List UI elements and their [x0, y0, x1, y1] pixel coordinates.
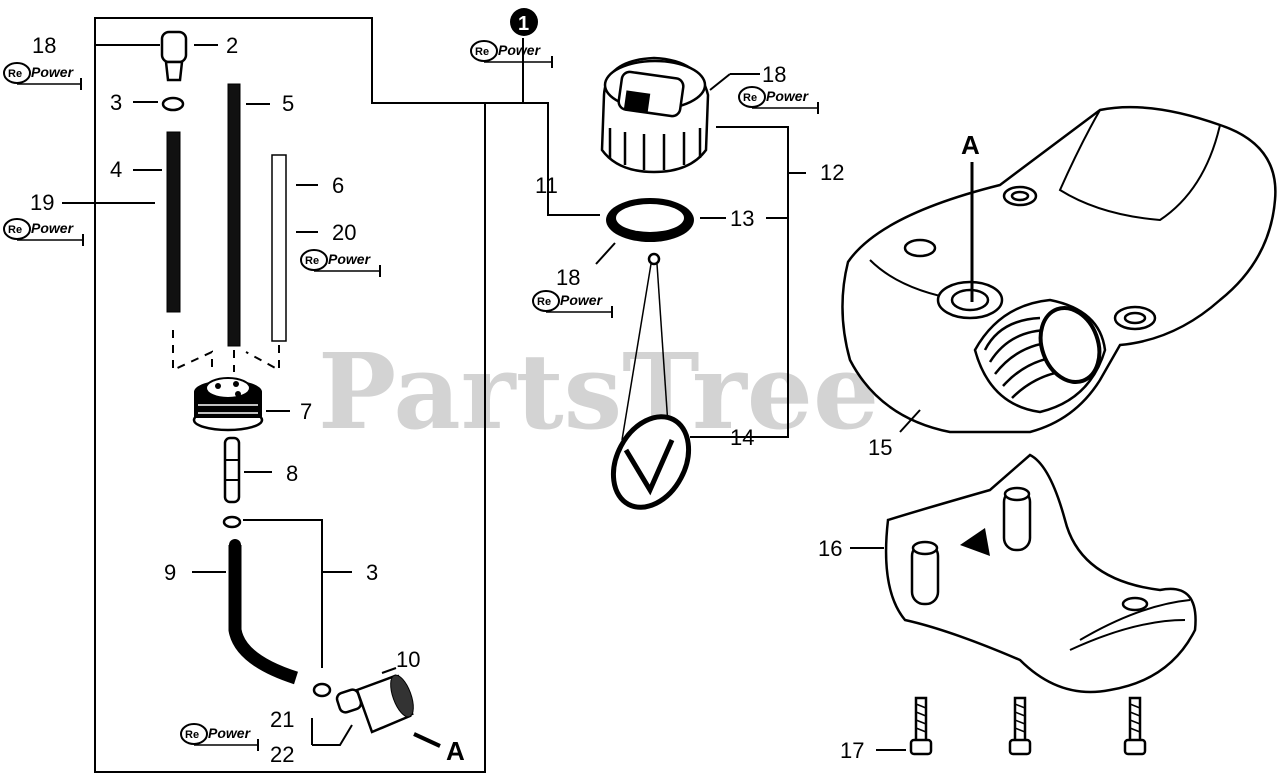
callout-20: 20 — [332, 220, 356, 245]
part-ring-filter — [312, 682, 332, 698]
part-16-bracket — [884, 453, 1197, 694]
parts-tree-watermark: PartsTree — [318, 330, 879, 453]
callout-18-cap: 18 — [762, 62, 786, 87]
callout-18-top-left: 18 — [32, 33, 56, 58]
callout-11: 11 — [535, 173, 558, 198]
kit-badge-leader — [485, 102, 600, 216]
callout-9: 9 — [164, 560, 176, 585]
callout-13: 13 — [730, 206, 754, 231]
tube-connector-dashes — [172, 330, 280, 372]
callout-16: 16 — [818, 536, 842, 561]
svg-text:Power: Power — [31, 220, 75, 236]
callout-21: 21 — [270, 707, 294, 732]
section-letter-a-lower: A — [446, 736, 465, 766]
svg-text:1: 1 — [518, 13, 529, 35]
part-15-fuel-tank — [841, 105, 1277, 434]
callout-12: 12 — [820, 160, 844, 185]
svg-text:Power: Power — [328, 251, 372, 267]
svg-text:Re: Re — [475, 46, 489, 58]
part-17-screws — [909, 696, 1147, 756]
part-8-fitting — [223, 436, 241, 504]
callout-10: 10 — [396, 647, 420, 672]
repower-logo-18b: Re Power — [532, 290, 613, 318]
svg-text:Re: Re — [743, 92, 757, 104]
part-6-tube — [271, 154, 287, 342]
part-4-tube — [166, 131, 181, 313]
callout-6: 6 — [332, 173, 344, 198]
callout-4: 4 — [110, 157, 122, 182]
part-10-fuel-filter — [335, 674, 414, 734]
kit-badge: 1 — [510, 8, 538, 36]
repower-logo-18a: Re Power — [3, 62, 82, 90]
part-18-fuel-cap — [600, 56, 710, 174]
callout-7: 7 — [300, 399, 312, 424]
svg-text:Re: Re — [8, 68, 22, 80]
callout-2: 2 — [226, 33, 238, 58]
svg-text:Power: Power — [766, 88, 810, 104]
svg-text:Power: Power — [560, 292, 604, 308]
callout-14: 14 — [730, 425, 754, 450]
svg-text:Re: Re — [305, 255, 319, 267]
part-13-gasket — [606, 198, 694, 242]
section-letter-a: A — [961, 130, 980, 160]
svg-text:Re: Re — [537, 296, 551, 308]
svg-text:Power: Power — [498, 42, 542, 58]
callout-3-upper: 3 — [110, 90, 122, 115]
section-a-arrow-lower — [413, 732, 441, 748]
callout-15: 15 — [868, 435, 892, 460]
part-3-o-ring-lower — [222, 515, 242, 529]
repower-logo-20: Re Power — [300, 249, 381, 277]
part-2-plug — [160, 30, 188, 82]
callout-8: 8 — [286, 461, 298, 486]
repower-logo-21: Re Power — [180, 723, 259, 751]
svg-text:Power: Power — [31, 64, 75, 80]
repower-logo-18c: Re Power — [738, 86, 819, 114]
repower-logo-kit: Re Power — [470, 40, 553, 68]
callout-5: 5 — [282, 91, 294, 116]
repower-logo-19: Re Power — [3, 218, 84, 246]
svg-text:Power: Power — [208, 725, 252, 741]
callout-22: 22 — [270, 742, 294, 767]
svg-text:Re: Re — [8, 224, 22, 236]
part-9-fuel-line — [228, 545, 299, 685]
callout-18-center: 18 — [556, 265, 580, 290]
part-7-grommet — [192, 377, 264, 432]
part-14-dipstick — [610, 252, 692, 510]
part-3-o-ring — [161, 96, 185, 112]
part-5-tube — [227, 83, 241, 347]
callout-19: 19 — [30, 190, 54, 215]
callout-17: 17 — [840, 738, 864, 763]
svg-text:Re: Re — [185, 729, 199, 741]
callout-3-lower: 3 — [366, 560, 378, 585]
